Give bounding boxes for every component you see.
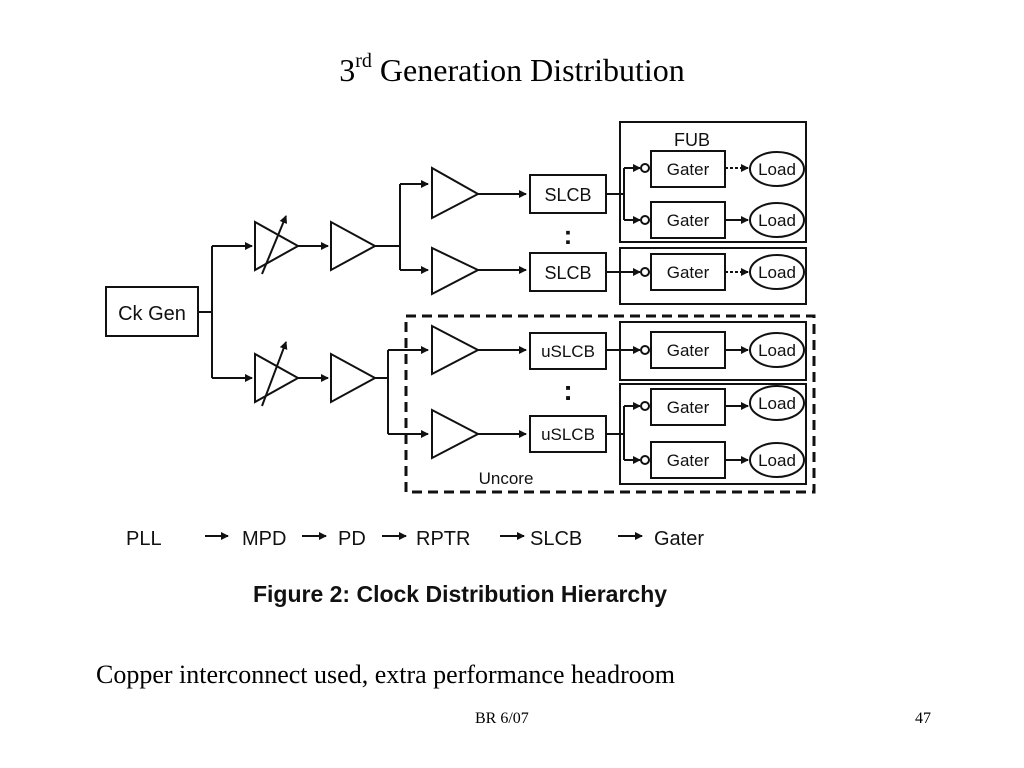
hierarchy-gater: Gater	[654, 528, 704, 550]
uncore-boundary	[404, 314, 816, 494]
load-ellipse-1	[749, 151, 805, 187]
footer-date: BR 6/07	[475, 710, 529, 727]
gater-label-4: Gater	[667, 341, 710, 360]
hierarchy-rptr: RPTR	[416, 528, 470, 550]
load-ellipse-4	[749, 332, 805, 368]
load-label-3: Load	[758, 263, 796, 282]
load-label-6: Load	[758, 451, 796, 470]
gater-label-2: Gater	[667, 211, 710, 230]
gater-label-1: Gater	[667, 160, 710, 179]
buffer-slcb-2	[431, 246, 481, 296]
load-ellipse-3	[749, 254, 805, 290]
load-label-5: Load	[758, 394, 796, 413]
slide-title: 3rd Generation Distribution	[0, 50, 1024, 89]
gater-label-3: Gater	[667, 263, 710, 282]
buffer-slcb-1	[431, 166, 481, 220]
page-number: 47	[915, 710, 931, 727]
uncore-label: Uncore	[479, 469, 534, 488]
fub-label: FUB	[674, 130, 710, 150]
uslcb-label-2: uSLCB	[541, 425, 595, 444]
slcb-box-1	[529, 174, 607, 214]
gater-box-1	[650, 150, 726, 188]
buffer-uslcb-1	[431, 324, 481, 376]
body-text: Copper interconnect used, extra performa…	[96, 660, 675, 689]
slcb-label-2: SLCB	[544, 263, 591, 283]
title-rest: Generation Distribution	[371, 52, 685, 88]
title-superscript: rd	[355, 50, 372, 73]
load-label-4: Load	[758, 341, 796, 360]
title-prefix: 3	[339, 52, 356, 88]
hierarchy-pll: PLL	[126, 528, 162, 550]
load-ellipse-2	[749, 202, 805, 238]
uslcb-label-1: uSLCB	[541, 342, 595, 361]
load-label-1: Load	[758, 160, 796, 179]
ellipsis-lower: :	[563, 375, 572, 406]
gater-box-5	[650, 388, 726, 426]
buffer-uslcb-2	[431, 408, 481, 460]
gater-label-6: Gater	[667, 451, 710, 470]
fub-box-2	[619, 247, 807, 305]
ck-gen-label: Ck Gen	[118, 303, 186, 325]
figure-caption: Figure 2: Clock Distribution Hierarchy	[253, 581, 667, 607]
load-label-2: Load	[758, 211, 796, 230]
load-ellipse-6	[749, 442, 805, 478]
bottom-rptr-buffer	[330, 352, 378, 404]
slcb-label-1: SLCB	[544, 185, 591, 205]
hierarchy-slcb: SLCB	[530, 528, 582, 550]
gater-label-5: Gater	[667, 398, 710, 417]
ellipsis-upper: :	[564, 220, 573, 250]
hierarchy-pd: PD	[338, 528, 366, 550]
load-ellipse-5	[749, 385, 805, 421]
gater-box-4	[650, 331, 726, 369]
bottom-pd-delay	[254, 352, 301, 404]
top-pd-delay	[254, 220, 301, 272]
top-rptr-buffer	[330, 220, 378, 272]
fub-box-1	[619, 121, 807, 243]
hierarchy-mpd: MPD	[242, 528, 286, 550]
